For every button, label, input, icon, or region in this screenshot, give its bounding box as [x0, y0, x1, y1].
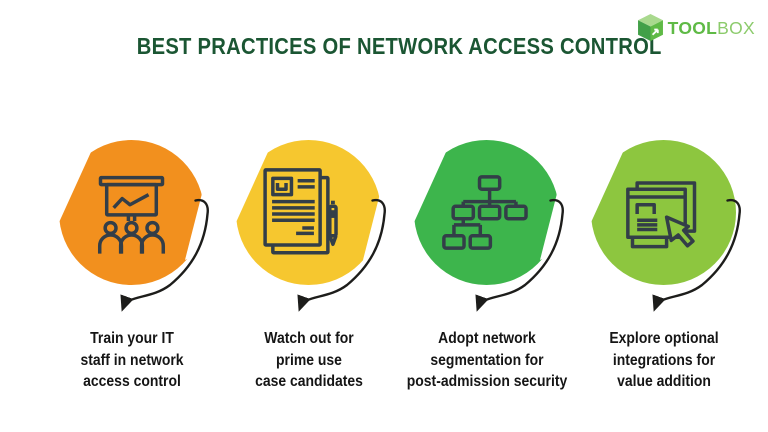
step-label: Explore optional integrations for value …: [608, 330, 719, 390]
step-label: Train your IT staff in network access co…: [79, 330, 184, 390]
logo-text-light: BOX: [717, 17, 755, 38]
step-train-it-staff: Train your IT staff in network access co…: [8, 108, 220, 420]
presentation-training-icon: [97, 175, 166, 254]
step-network-segmentation: Adopt network segmentation for post-admi…: [363, 108, 575, 420]
logo-wordmark: TOOLBOX: [668, 16, 755, 40]
step-label: Watch out for prime use case candidates: [254, 330, 363, 390]
step-prime-use-cases: Watch out for prime use case candidates: [185, 108, 397, 420]
step-optional-integrations: Explore optional integrations for value …: [540, 108, 752, 420]
toolbox-cube-icon: [637, 14, 663, 41]
browser-cursor-icon: [626, 181, 697, 249]
toolbox-logo: TOOLBOX: [637, 14, 755, 41]
document-checklist-icon: [263, 168, 338, 255]
arrow-up-right-icon: [651, 28, 659, 36]
logo-text-bold: TOOL: [667, 17, 718, 38]
page-title: BEST PRACTICES OF NETWORK ACCESS CONTROL: [136, 33, 662, 59]
step-label: Adopt network segmentation for post-admi…: [406, 330, 567, 390]
header: BEST PRACTICES OF NETWORK ACCESS CONTROL: [0, 33, 768, 60]
network-tree-icon: [442, 175, 528, 250]
